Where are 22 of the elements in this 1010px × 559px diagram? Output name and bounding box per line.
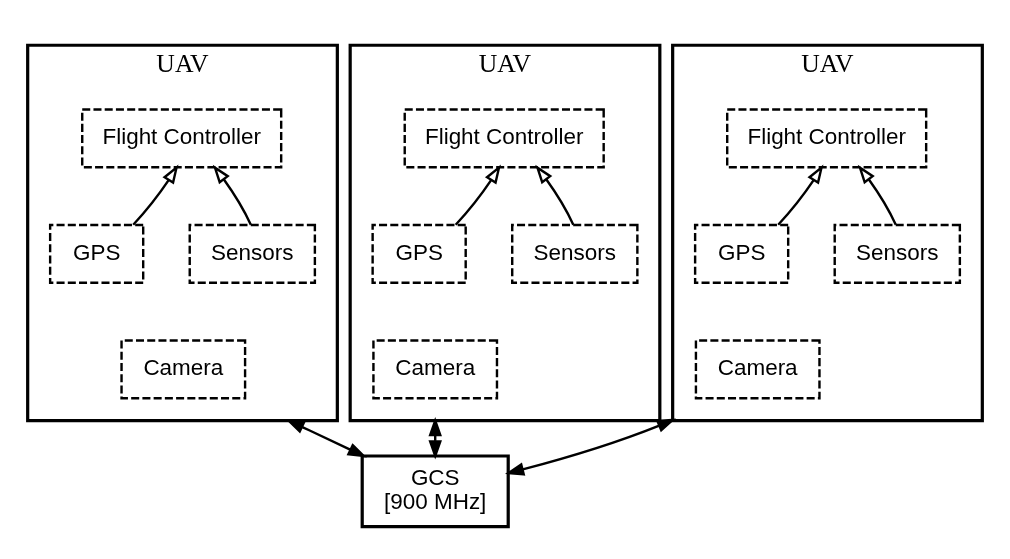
arrow [132,164,179,226]
node-box: Camera [372,339,499,400]
arrow [535,164,575,226]
arrow [212,164,252,226]
node-box: GPS [48,223,145,284]
arrow [428,417,442,460]
arrow [454,164,501,226]
node-box: Sensors [511,223,639,284]
node-box: Sensors [188,223,317,284]
arrow [504,418,677,476]
node-box: Flight Controller [403,108,605,169]
node-box: GCS [900 MHz] [360,454,510,529]
arrow [285,419,367,458]
node-box: Sensors [833,223,962,284]
node-box: GPS [371,223,467,284]
node-box: GPS [693,223,790,284]
node-box: Flight Controller [81,108,283,169]
arrow [857,164,897,226]
arrow [777,164,824,226]
node-box: Camera [120,339,247,400]
node-box: Flight Controller [726,108,928,169]
node-box: Camera [694,339,821,400]
